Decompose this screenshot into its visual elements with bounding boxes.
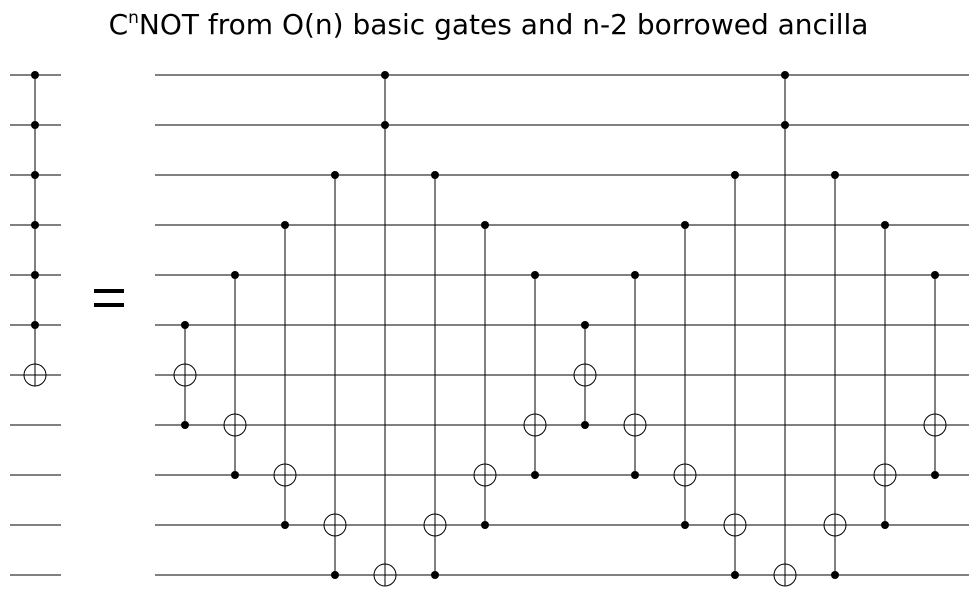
control-dot (681, 221, 689, 229)
control-dot (481, 221, 489, 229)
control-dot (431, 171, 439, 179)
control-dot (331, 571, 339, 579)
control-dot (481, 521, 489, 529)
control-dot (831, 571, 839, 579)
control-dot (31, 271, 39, 279)
control-dot (881, 521, 889, 529)
toffoli-gate (823, 171, 847, 579)
toffoli-gate (173, 321, 197, 429)
control-dot (281, 221, 289, 229)
lhs-multi-controlled-not-gate (23, 71, 47, 387)
gates (23, 71, 947, 587)
control-dot (531, 471, 539, 479)
control-dot (831, 171, 839, 179)
control-dot (931, 471, 939, 479)
control-dot (381, 121, 389, 129)
toffoli-gate (223, 271, 247, 479)
control-dot (31, 171, 39, 179)
toffoli-gate (523, 271, 547, 479)
control-dot (331, 171, 339, 179)
control-dot (781, 71, 789, 79)
toffoli-gate (273, 221, 297, 529)
equals-bar-bottom (94, 303, 124, 307)
toffoli-gate (473, 221, 497, 529)
control-dot (731, 171, 739, 179)
control-dot (231, 471, 239, 479)
control-dot (31, 321, 39, 329)
control-dot (31, 71, 39, 79)
control-dot (181, 421, 189, 429)
title-prefix: C (108, 8, 129, 41)
control-dot (31, 221, 39, 229)
toffoli-gate (623, 271, 647, 479)
control-dot (881, 221, 889, 229)
control-dot (531, 271, 539, 279)
control-dot (581, 421, 589, 429)
toffoli-gate (873, 221, 897, 529)
control-dot (731, 571, 739, 579)
control-dot (231, 271, 239, 279)
equals-bar-top (94, 289, 124, 293)
control-dot (581, 321, 589, 329)
diagram-title: CnNOT from O(n) basic gates and n-2 borr… (0, 8, 977, 41)
toffoli-gate (723, 171, 747, 579)
control-dot (631, 271, 639, 279)
control-dot (431, 571, 439, 579)
control-dot (181, 321, 189, 329)
control-dot (781, 121, 789, 129)
toffoli-gate (423, 171, 447, 579)
wires (10, 74, 969, 576)
toffoli-gate (923, 271, 947, 479)
equals-sign (94, 289, 124, 307)
control-dot (31, 121, 39, 129)
control-dot (381, 71, 389, 79)
title-superscript: n (128, 8, 139, 28)
control-dot (281, 521, 289, 529)
toffoli-gate (373, 71, 397, 587)
toffoli-gate (673, 221, 697, 529)
toffoli-gate (323, 171, 347, 579)
control-dot (681, 521, 689, 529)
control-dot (631, 471, 639, 479)
control-dot (931, 271, 939, 279)
title-rest: NOT from O(n) basic gates and n-2 borrow… (138, 8, 869, 41)
toffoli-gate (773, 71, 797, 587)
toffoli-gate (573, 321, 597, 429)
